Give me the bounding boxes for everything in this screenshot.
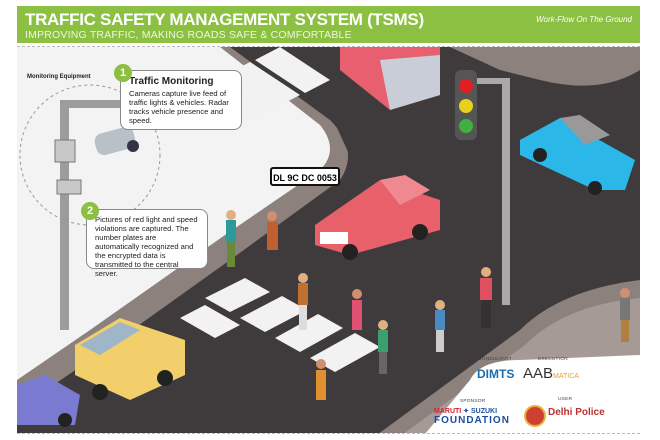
page-title: TRAFFIC SAFETY MANAGEMENT SYSTEM (TSMS) <box>25 10 424 29</box>
camera-pole <box>60 100 69 330</box>
license-plate: DL 9C DC 0053 <box>270 167 340 186</box>
divider <box>17 46 640 47</box>
matica-text: MATICA <box>553 373 579 380</box>
step-2-badge: 2 <box>81 202 99 220</box>
traffic-light-pole <box>502 80 510 305</box>
traffic-light-icon <box>455 70 477 140</box>
sponsor-label: SPONSOR <box>460 399 486 404</box>
top-right-sidewalk <box>450 47 640 86</box>
bus <box>340 47 440 110</box>
step-1-text: Cameras capture live feed of traffic lig… <box>129 89 229 125</box>
workflow-caption: Work-Flow On The Ground <box>535 15 632 24</box>
step-2-text: Pictures of red light and speed violatio… <box>95 215 198 278</box>
blue-car <box>520 115 635 195</box>
callout-step-2: Pictures of red light and speed violatio… <box>86 209 208 278</box>
step-1-badge: 1 <box>114 64 132 82</box>
execution-label: EXECUTION <box>538 357 568 362</box>
suzuki-text: SUZUKI <box>471 408 498 415</box>
camera-icon <box>94 126 139 156</box>
monitoring-equipment-label: Monitoring Equipment <box>27 74 91 80</box>
header-banner: TRAFFIC SAFETY MANAGEMENT SYSTEM (TSMS) … <box>17 6 640 43</box>
yellow-van <box>75 318 185 400</box>
delhi-police-emblem-icon <box>524 405 546 427</box>
step-1-title: Traffic Monitoring <box>129 76 214 87</box>
callout-step-1: Traffic Monitoring Cameras capture live … <box>120 70 242 130</box>
bottom-divider <box>17 433 640 434</box>
maruti-text: MARUTI <box>434 408 462 415</box>
foundation-text: FOUNDATION <box>434 415 510 426</box>
user-label: USER <box>558 397 573 402</box>
red-pickup <box>315 175 440 260</box>
maruti-suzuki-logo: MARUTI ✦ SUZUKI FOUNDATION <box>434 408 510 426</box>
dimts-logo: DIMTS <box>477 367 515 381</box>
aab-text: AAB <box>523 365 554 382</box>
consultant-label: CONSULTANT <box>478 357 512 362</box>
delhi-police-logo: Delhi Police <box>548 407 605 418</box>
aabmatica-logo: AABMATICA <box>523 365 579 383</box>
purple-car <box>17 375 80 427</box>
pedestrians <box>226 210 630 400</box>
page-subtitle: IMPROVING TRAFFIC, MAKING ROADS SAFE & C… <box>25 29 352 41</box>
